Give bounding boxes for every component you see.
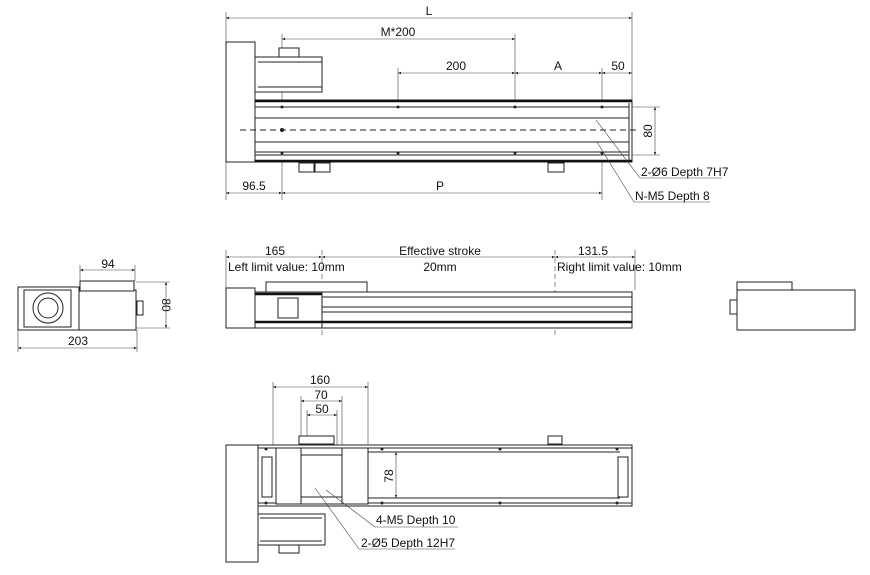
dim-203: 203 <box>68 334 88 348</box>
dim-P: P <box>436 179 444 193</box>
dim-160: 160 <box>310 373 330 387</box>
callout-bottom-thread: 4-M5 Depth 10 <box>376 513 456 527</box>
top-view: L M*200 200 A 50 <box>225 4 729 203</box>
dim-96-5: 96.5 <box>242 179 266 193</box>
limit-sensor <box>547 162 565 173</box>
dim-70: 70 <box>314 388 328 402</box>
mount-holes <box>264 447 619 505</box>
dim-200: 200 <box>446 59 466 73</box>
dim-L: L <box>426 4 433 18</box>
limit-sensor <box>314 162 331 173</box>
dim-M200: M*200 <box>381 25 416 39</box>
dim-165: 165 <box>265 244 285 258</box>
dim-A: A <box>554 59 562 73</box>
dim-50-bottom: 50 <box>315 402 329 416</box>
dim-80-side: 80 <box>159 298 173 312</box>
dim-50: 50 <box>611 59 625 73</box>
dim-131-5: 131.5 <box>578 244 608 258</box>
left-limit-label: Left limit value: 10mm <box>228 260 345 274</box>
bottom-view: 160 70 50 78 4-M5 Depth 1 <box>225 373 633 563</box>
front-view: 165 Effective stroke 131.5 Left limit va… <box>225 244 682 338</box>
dim-78: 78 <box>382 469 396 483</box>
limit-sensor <box>298 162 315 173</box>
stroke-value: 20mm <box>423 260 456 274</box>
callout-pin-holes: 2-Ø6 Depth 7H7 <box>641 165 729 179</box>
effective-stroke-label: Effective stroke <box>399 244 481 258</box>
right-limit-label: Right limit value: 10mm <box>557 260 682 274</box>
end-view-left: 94 80 203 <box>17 257 173 352</box>
dim-80-top: 80 <box>641 124 655 138</box>
end-view-right <box>729 281 856 331</box>
callout-bottom-pin: 2-Ø5 Depth 12H7 <box>361 536 455 550</box>
callout-thread-holes: N-M5 Depth 8 <box>635 189 710 203</box>
mount-holes <box>280 105 604 155</box>
dim-94: 94 <box>101 257 115 271</box>
